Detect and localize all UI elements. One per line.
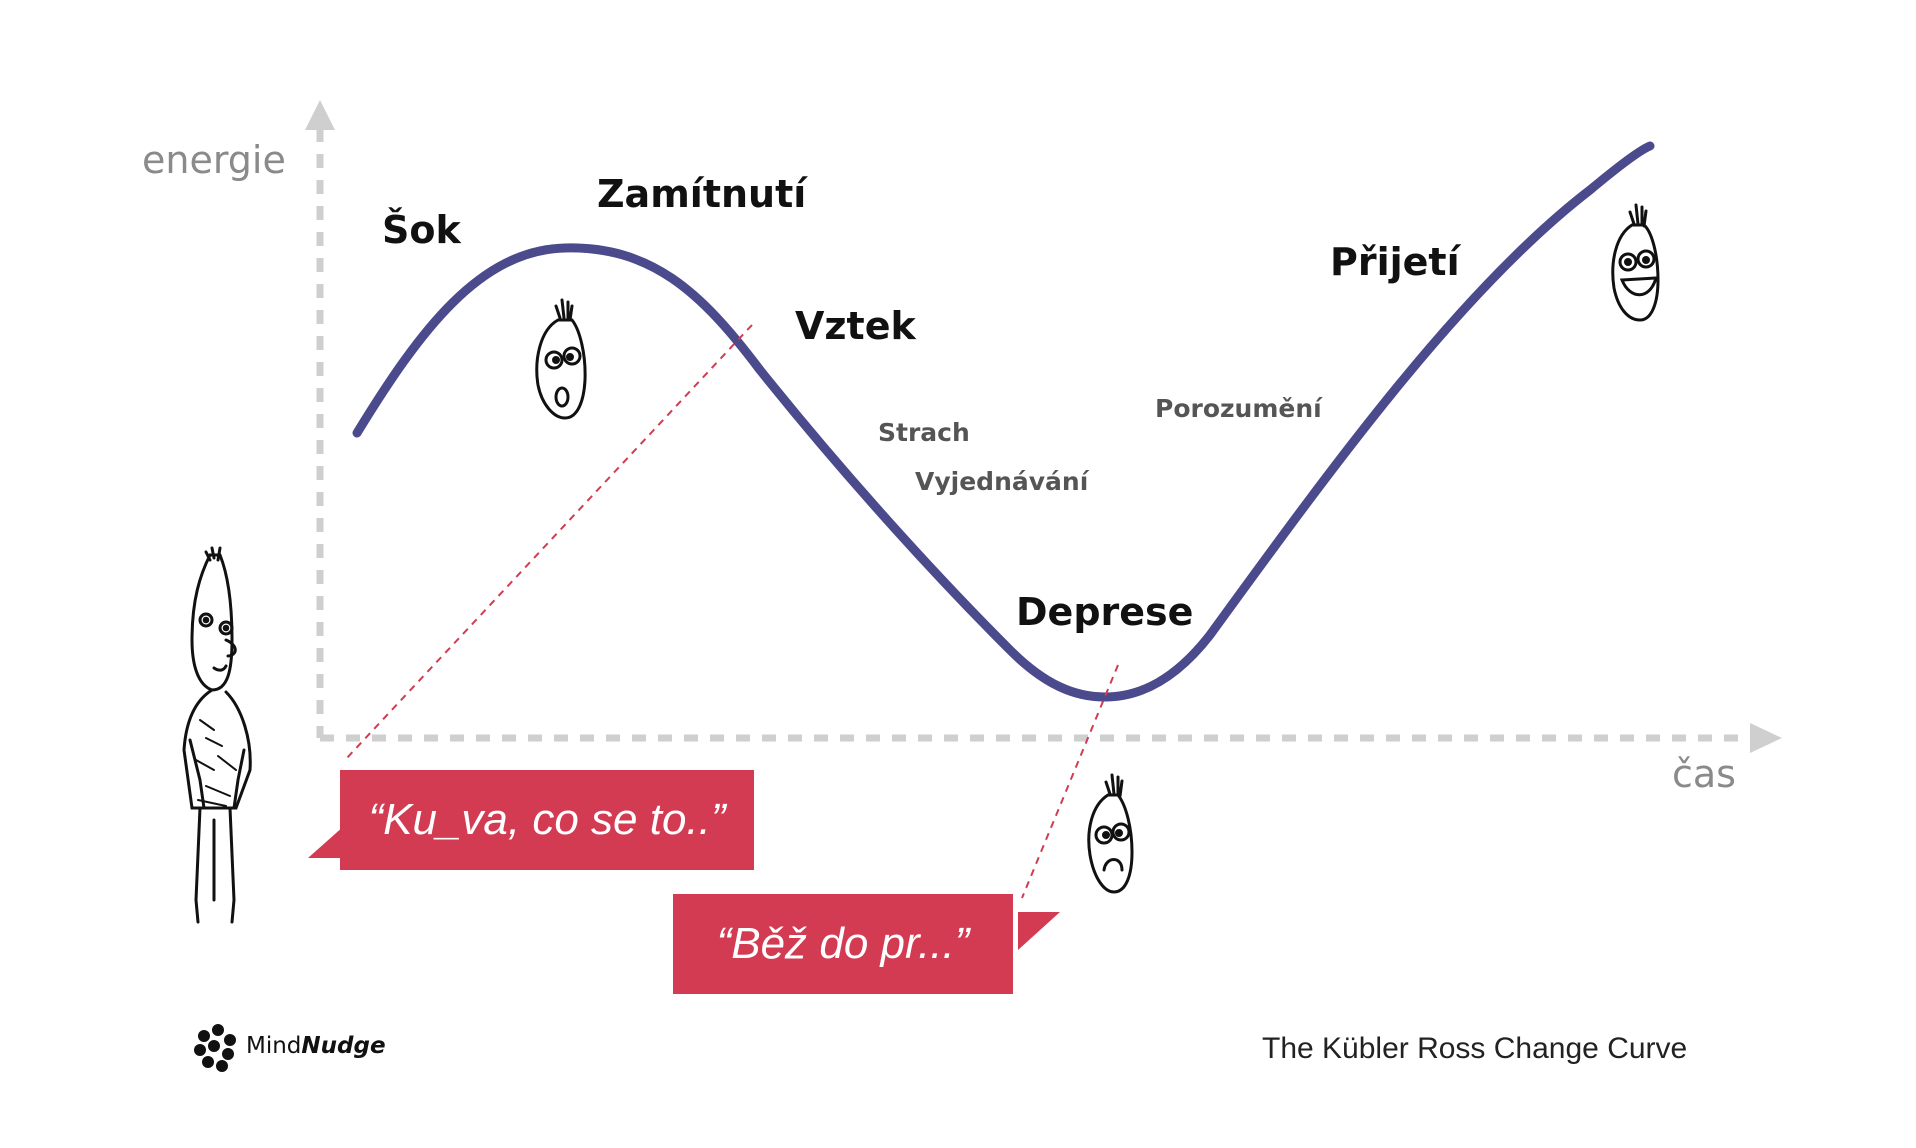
quote-bubble-second: “Běž do pr...” [673, 894, 1013, 994]
y-axis-arrow-icon [305, 100, 335, 130]
quote-text-first: “Ku_va, co se to..” [368, 795, 726, 844]
mindnudge-logo-icon [194, 1024, 236, 1072]
bubble-tail-second [1018, 912, 1060, 950]
stage-label-sok: Šok [382, 208, 461, 252]
brand-name-italic: Nudge [301, 1033, 386, 1059]
x-axis-arrow-icon [1750, 723, 1782, 753]
diagram-caption: The Kübler Ross Change Curve [1262, 1032, 1688, 1065]
y-axis-label: energie [142, 138, 286, 182]
happy-face-icon [1611, 203, 1660, 322]
pointer-line-first [344, 324, 753, 761]
stage-label-deprese: Deprese [1016, 590, 1194, 634]
change-curve [352, 141, 1655, 702]
stage-label-prijeti: Přijetí [1330, 240, 1460, 284]
surprised-face-icon [535, 298, 587, 420]
x-axis-label: čas [1672, 752, 1736, 796]
brand-name-plain: Mind [246, 1033, 302, 1059]
stage-label-vyjednavani: Vyjednávání [915, 467, 1089, 496]
quote-text-second: “Běž do pr...” [716, 919, 970, 968]
stage-label-porozumeni: Porozumění [1155, 394, 1322, 423]
brand-name: MindNudge [246, 1033, 386, 1059]
person-figure-icon [182, 546, 252, 924]
stage-label-strach: Strach [878, 418, 970, 447]
quote-bubble-first: “Ku_va, co se to..” [340, 770, 754, 870]
pointer-line-second [1021, 664, 1119, 899]
stage-label-zamitnuti: Zamítnutí [597, 172, 807, 216]
sad-face-icon [1087, 773, 1134, 894]
stage-label-vztek: Vztek [795, 304, 916, 348]
